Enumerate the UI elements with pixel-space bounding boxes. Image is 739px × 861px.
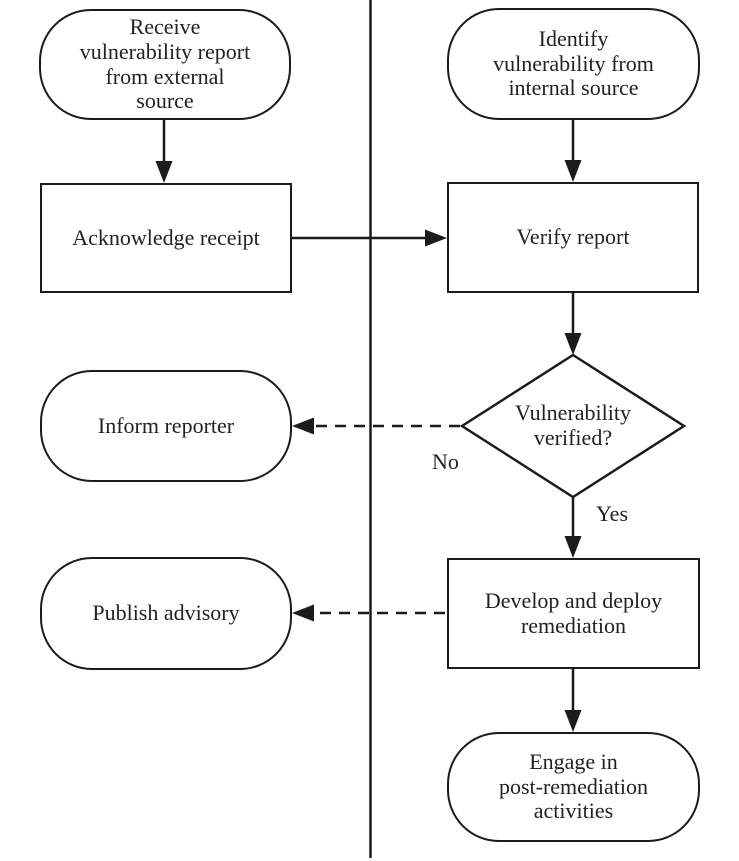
node-engage-post-remediation-label: Engage in post-remediation activities xyxy=(498,749,649,824)
node-inform-reporter-label: Inform reporter xyxy=(97,412,235,438)
node-publish-advisory: Publish advisory xyxy=(40,557,292,670)
node-receive-external-report: Receive vulnerability report from extern… xyxy=(39,9,291,120)
node-decision-vulnerability-verified: Vulnerability verified? xyxy=(470,397,676,455)
edge-receive-to-acknowledge xyxy=(155,120,173,183)
node-identify-internal-vulnerability-label: Identify vulnerability from internal sou… xyxy=(493,26,654,101)
edge-decision-to-inform xyxy=(292,417,460,435)
edge-acknowledge-to-verify xyxy=(292,229,447,247)
node-acknowledge-receipt-label: Acknowledge receipt xyxy=(72,224,260,250)
node-verify-report: Verify report xyxy=(447,182,699,293)
node-develop-deploy-remediation: Develop and deploy remediation xyxy=(447,558,700,669)
edge-decision-to-develop xyxy=(564,497,582,558)
node-identify-internal-vulnerability: Identify vulnerability from internal sou… xyxy=(447,8,700,120)
node-decision-label: Vulnerability verified? xyxy=(515,400,631,450)
node-acknowledge-receipt: Acknowledge receipt xyxy=(40,183,292,293)
edge-identify-to-verify xyxy=(564,120,582,182)
edge-verify-to-decision xyxy=(564,293,582,355)
node-engage-post-remediation: Engage in post-remediation activities xyxy=(447,732,700,842)
edge-develop-to-engage xyxy=(564,669,582,732)
node-verify-report-label: Verify report xyxy=(516,224,630,250)
node-publish-advisory-label: Publish advisory xyxy=(92,600,240,626)
node-receive-external-report-label: Receive vulnerability report from extern… xyxy=(79,14,251,114)
node-inform-reporter: Inform reporter xyxy=(40,370,292,482)
node-develop-deploy-remediation-label: Develop and deploy remediation xyxy=(484,587,663,638)
edge-label-yes: Yes xyxy=(596,501,629,526)
edge-develop-to-publish xyxy=(292,604,445,622)
edge-label-no: No xyxy=(432,449,459,474)
